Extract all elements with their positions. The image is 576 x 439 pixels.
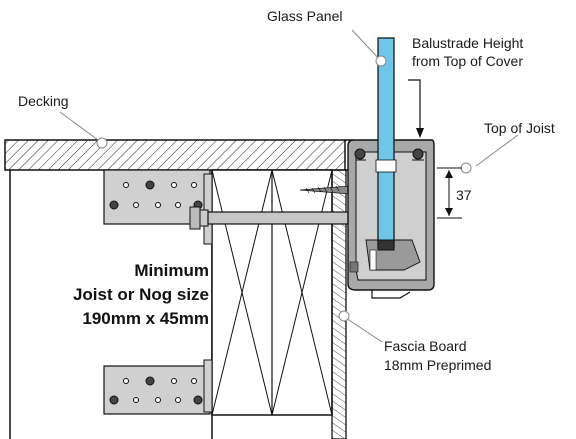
fascia-label-line1: Fascia Board — [384, 338, 466, 354]
joist-label-line3: 190mm x 45mm — [82, 309, 209, 328]
joist-hanger-top — [103, 169, 213, 245]
decking-label: Decking — [18, 93, 69, 109]
top-of-joist-label: Top of Joist — [484, 120, 555, 136]
fascia-board — [331, 169, 347, 439]
balustrade-label-line2: from Top of Cover — [412, 53, 523, 69]
glass-panel-label: Glass Panel — [267, 8, 342, 24]
through-bolt — [189, 203, 367, 230]
joist-label-line1: Minimum — [134, 261, 209, 280]
dimension-label: 37 — [456, 187, 472, 203]
decking-board — [4, 139, 353, 171]
dimension-37 — [437, 167, 462, 219]
glass-panel — [375, 37, 397, 251]
balustrade-label-line1: Balustrade Height — [412, 35, 523, 51]
fascia-label-line2: 18mm Preprimed — [384, 357, 491, 373]
joist-label-line2: Joist or Nog size — [73, 285, 209, 304]
joist-hanger-bottom — [103, 359, 213, 415]
nog-block — [211, 169, 333, 416]
